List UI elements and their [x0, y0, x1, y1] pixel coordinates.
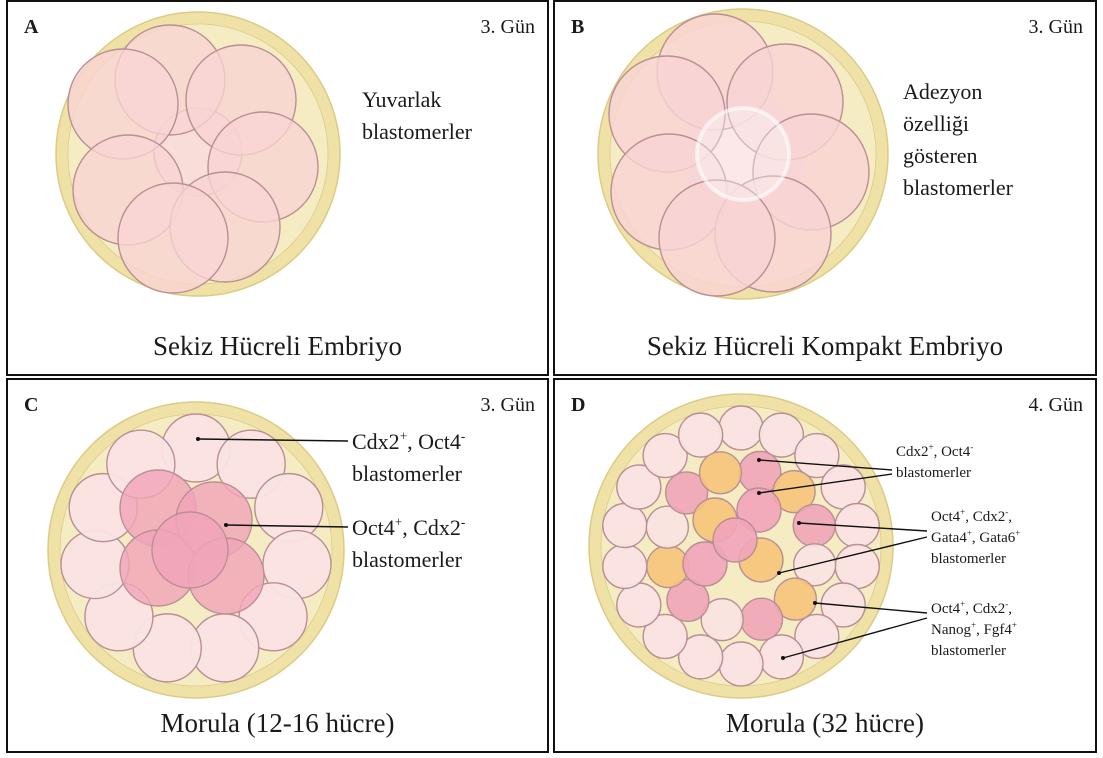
blastomere-cell: [679, 413, 723, 457]
trophectoderm-label: Cdx2+, Oct4- blastomerler: [352, 426, 465, 490]
blastomere-cell: [152, 512, 228, 588]
panel-caption: Sekiz Hücreli Kompakt Embriyo: [555, 331, 1095, 362]
leader-dot: [777, 571, 781, 575]
panel-day: 3. Gün: [481, 16, 535, 39]
blastomere-cell: [603, 544, 647, 588]
panel-caption: Morula (32 hücre): [555, 708, 1095, 739]
blastomere-cell: [713, 518, 757, 562]
embryo-compact-illustration: [555, 2, 1097, 376]
panel-caption: Morula (12-16 hücre): [8, 708, 547, 739]
panel-b-compact-embryo: B 3. Gün Adezyon özelliği gösteren blast…: [553, 0, 1097, 376]
embryo-eight-cell-illustration: [8, 2, 549, 376]
blastomere-cell: [719, 406, 763, 450]
leader-dot: [224, 523, 228, 527]
leader-dot: [757, 458, 761, 462]
panel-letter: A: [24, 16, 38, 39]
inner-cell-mass-label: Oct4+, Cdx2- blastomerler: [352, 512, 465, 576]
blastomere-label: Yuvarlak blastomerler: [362, 84, 472, 148]
compaction-highlight: [697, 108, 789, 200]
panel-day: 4. Gün: [1029, 394, 1083, 417]
blastomere-label: Adezyon özelliği gösteren blastomerler: [903, 76, 1013, 204]
epiblast-label: Oct4+, Cdx2-, Nanog+, Fgf4+ blastomerler: [931, 599, 1017, 662]
panel-day: 3. Gün: [1029, 16, 1083, 39]
panel-letter: C: [24, 394, 38, 417]
panel-letter: B: [571, 16, 584, 39]
panel-d-morula-32: D 4. Gün Cdx2+, Oct4- blastomerler Oct4+…: [553, 378, 1097, 753]
leader-dot: [781, 656, 785, 660]
panel-day: 3. Gün: [481, 394, 535, 417]
blastomere-cell: [821, 465, 865, 509]
morula-12-16-illustration: [8, 380, 549, 753]
panel-c-morula-12-16: C 3. Gün Cdx2+, Oct4- blastomerler Oct4+…: [6, 378, 549, 753]
blastomere-cell: [699, 452, 741, 494]
blastomere-cell: [617, 583, 661, 627]
blastomere-cell: [719, 642, 763, 686]
blastomere-cell: [118, 183, 228, 293]
blastomere-cell: [603, 504, 647, 548]
panel-caption: Sekiz Hücreli Embriyo: [8, 331, 547, 362]
blastomere-cell: [741, 598, 783, 640]
leader-dot: [196, 437, 200, 441]
leader-dot: [813, 601, 817, 605]
leader-dot: [757, 491, 761, 495]
primitive-endoderm-label: Oct4+, Cdx2-, Gata4+, Gata6+ blastomerle…: [931, 507, 1020, 570]
blastomere-cell: [835, 544, 879, 588]
trophectoderm-label: Cdx2+, Oct4- blastomerler: [896, 442, 973, 484]
leader-dot: [797, 521, 801, 525]
panel-letter: D: [571, 394, 585, 417]
panel-a-eight-cell-embryo: A 3. Gün Yuvarlak blastomerler Sekiz Hüc…: [6, 0, 549, 376]
